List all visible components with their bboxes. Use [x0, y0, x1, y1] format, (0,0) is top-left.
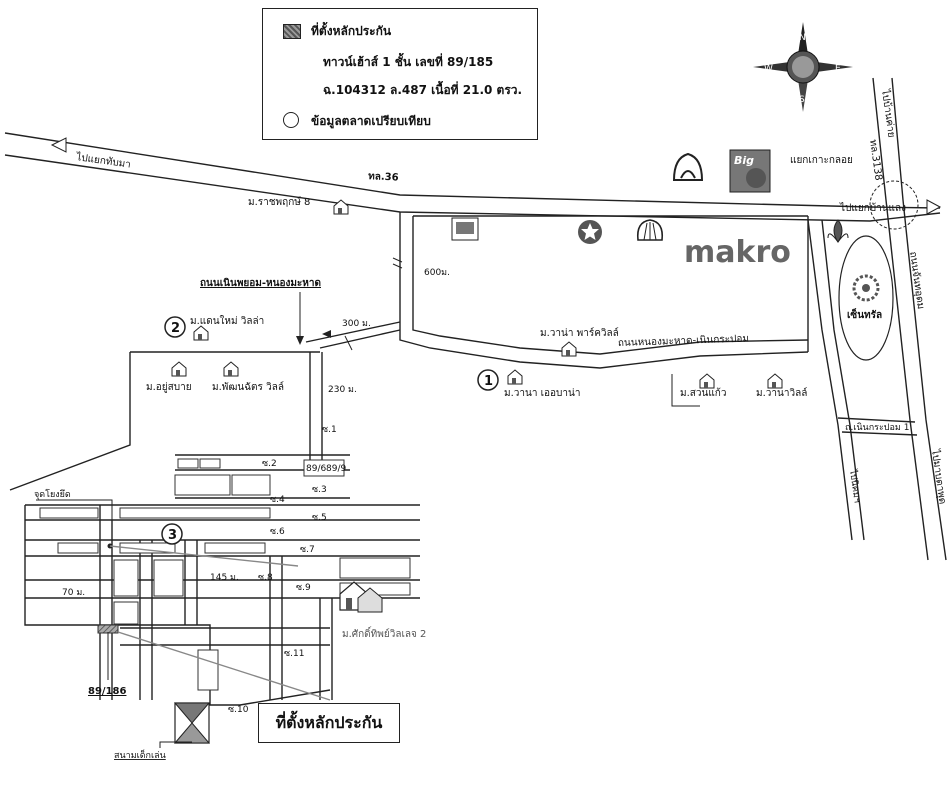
to-ban-laeng-label: ไปแยกบ้านแลง	[839, 202, 906, 214]
highway-36-label: ทล.36	[368, 171, 399, 184]
house-icon	[223, 361, 239, 377]
lane-10-label: ซ.10	[228, 705, 249, 715]
lane-5-label: ซ.5	[312, 513, 327, 523]
left-connector-road	[305, 257, 403, 351]
marker-1-label: 1	[484, 374, 493, 389]
noen-krapom-1-label: ถ.เนินกระปอม 1	[845, 422, 909, 433]
house-icon	[333, 199, 349, 215]
distance-300m-label: 300 ม.	[342, 319, 371, 329]
playground-label: สนามเด็กเล่น	[114, 748, 166, 761]
bank-logo-icon	[672, 152, 704, 181]
house-icon	[767, 373, 783, 389]
noen-phayom-road-label: ถนนเนินพยอม-หนองมะหาด	[200, 277, 321, 289]
big-c-label: Big	[734, 154, 754, 167]
market-data-circle-icon	[283, 112, 299, 128]
to-map-ta-phut-label: ไปมาบตาพุด	[929, 448, 949, 505]
lane-3-label: ซ.3	[312, 485, 327, 495]
market-marker-3: 3	[161, 523, 183, 545]
caption-leader	[117, 631, 331, 701]
collateral-symbol-icon	[283, 24, 301, 39]
nong-maha-road-label: ถนนหนองมะหาด-เนินกระปอม	[618, 333, 749, 349]
lane-9-label: ซ.9	[296, 583, 311, 593]
hwy-3138-label: ทล.3138	[867, 139, 884, 181]
legend-collateral-label: ที่ตั้งหลักประกัน	[311, 24, 392, 38]
compass-e: E	[835, 64, 841, 74]
house-icon	[171, 361, 187, 377]
ref-point-label: จุดโยงยึด	[34, 489, 71, 500]
large-house-icon	[339, 581, 383, 613]
lane-4-label: ซ.4	[270, 495, 285, 505]
central-label: เซ็นทรัล	[847, 307, 882, 321]
suan-kaeo-label: ม.สวนแก้ว	[680, 387, 726, 399]
distance-600m-label: 600ม.	[424, 268, 450, 278]
yu-sabai-label: ม.อยู่สบาย	[146, 382, 192, 393]
legend-property-type: ทาวน์เฮ้าส์ 1 ชั้น เลขที่ 89/185	[323, 55, 494, 69]
ratchaphruek-label: ม.ราชพฤกษ์ 8	[248, 196, 310, 208]
lane-8-label: ซ.8	[258, 573, 273, 583]
distance-70m-label: 70 ม.	[62, 588, 85, 598]
phatthana-label: ม.พัฒนฉัตร วิลล์	[212, 381, 284, 393]
inner-right-road-2	[821, 219, 865, 541]
legend-deed-info: ฉ.104312 ล.487 เนื้อที่ 21.0 ตรว.	[323, 83, 523, 97]
distance-145m-label: 145 ม.	[210, 573, 239, 583]
house-icon	[561, 341, 577, 357]
compass-n: N	[799, 33, 806, 43]
house-icon	[507, 369, 523, 385]
subdivision-plots	[24, 454, 420, 706]
lane-6-label: ซ.6	[270, 527, 285, 537]
wana-park-label: ม.วาน่า พาร์ควิลล์	[540, 327, 619, 339]
sakdisit-label: ม.ศักดิ์ทิพย์วิลเลจ 2	[342, 626, 426, 640]
compass-w: W	[764, 64, 773, 74]
lane-11-label: ซ.11	[284, 649, 304, 659]
noen-krapom-road	[837, 417, 916, 423]
house-icon	[699, 373, 715, 389]
right-vertical-road	[872, 77, 947, 561]
collateral-caption: ที่ตั้งหลักประกัน	[258, 703, 400, 743]
central-logo-icon	[852, 274, 880, 302]
lotus-logo-icon	[827, 219, 849, 243]
legend-market-label: ข้อมูลตลาดเปรียบเทียบ	[311, 114, 431, 128]
supermarket-logo-icon	[451, 217, 479, 241]
plot-89-6-label: 89/6	[306, 464, 326, 474]
shell-logo-icon	[636, 219, 664, 241]
wana-ville-label: ม.วานาวิลล์	[756, 387, 807, 399]
right-main-road-label: ถนนจันทอุดม	[907, 251, 926, 310]
big-c-logo-icon: Big	[729, 149, 771, 193]
compass-rose-icon: N S E W	[753, 22, 853, 112]
compass-s: S	[799, 95, 805, 105]
makro-label: makro	[684, 235, 791, 270]
junction-circle	[869, 180, 919, 230]
lane-7-label: ซ.7	[300, 545, 315, 555]
ko-kloi-junction-label: แยกเกาะกลอย	[790, 155, 853, 166]
star-logo-icon	[578, 220, 602, 244]
house-icon	[193, 325, 209, 341]
ref-point-leader	[36, 499, 113, 545]
marker-2-label: 2	[171, 321, 180, 336]
collateral-caption-text: ที่ตั้งหลักประกัน	[275, 712, 383, 732]
makro-loop-road	[399, 212, 809, 369]
ref-distance-line	[109, 545, 299, 567]
highway-36	[4, 132, 942, 222]
plot-89-186-label: 89/186	[88, 686, 126, 697]
lane-2-label: ซ.2	[262, 459, 277, 469]
inner-right-road	[807, 219, 853, 541]
market-marker-1: 1	[477, 369, 499, 391]
lane-1-label: ซ.1	[322, 425, 337, 435]
left-outer-road	[9, 352, 131, 491]
market-marker-2: 2	[164, 316, 186, 338]
playground-icon	[173, 702, 211, 744]
plot-89-9-label: 89/9	[326, 464, 346, 474]
to-thap-ma-label: ไปแยกทับมา	[75, 151, 132, 171]
to-nikhom-label: ไปนิคมฯ	[847, 468, 863, 504]
daen-mai-label: ม.แดนใหม่ วิลล่า	[190, 315, 264, 327]
collateral-plot	[97, 624, 119, 634]
wana-ayana-label: ม.วานา เออบาน่า	[504, 388, 580, 399]
marker-3-label: 3	[168, 528, 177, 543]
central-ellipse	[838, 235, 894, 361]
distance-230m-label: 230 ม.	[328, 385, 357, 395]
map-legend: ที่ตั้งหลักประกัน ทาวน์เฮ้าส์ 1 ชั้น เลข…	[262, 8, 538, 140]
noen-krapom-road-2	[841, 431, 918, 436]
